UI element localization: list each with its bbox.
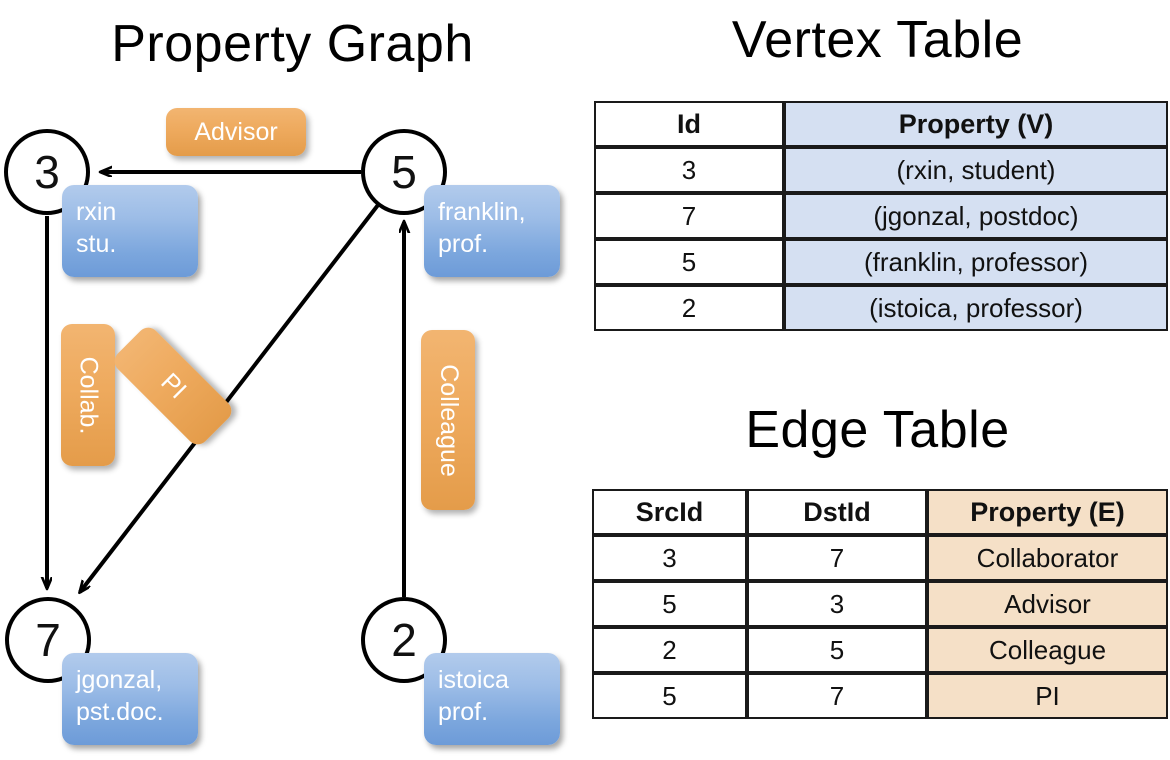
- edge-cell-dstid: 3: [747, 581, 927, 627]
- vertex-property-line-2: pst.doc.: [76, 698, 164, 726]
- vertex-table: Id Property (V) 3 (rxin, student) 7 (jgo…: [594, 101, 1168, 331]
- graph-node-2[interactable]: 2: [361, 597, 447, 683]
- edge-cell-dstid: 5: [747, 627, 927, 673]
- table-row: 2 5 Colleague: [592, 627, 1168, 673]
- edge-table-header-srcid: SrcId: [592, 489, 747, 535]
- edge-label-collab: Collab.: [61, 324, 115, 466]
- page-title-edge-table: Edge Table: [745, 401, 1010, 459]
- vertex-cell-property: (rxin, student): [784, 147, 1168, 193]
- edge-cell-property: PI: [927, 673, 1168, 719]
- vertex-property-line-1: franklin,: [438, 198, 526, 226]
- table-row: 2 (istoica, professor): [594, 285, 1168, 331]
- vertex-cell-property: (istoica, professor): [784, 285, 1168, 331]
- property-graph-diagram: 3 5 7 2 rxin stu. franklin, prof. jgonza…: [0, 0, 585, 745]
- table-header-row: Id Property (V): [594, 101, 1168, 147]
- table-row: 3 (rxin, student): [594, 147, 1168, 193]
- edge-table-header-dstid: DstId: [747, 489, 927, 535]
- vertex-cell-id: 2: [594, 285, 784, 331]
- edge-table-header-property: Property (E): [927, 489, 1168, 535]
- vertex-property-line-2: stu.: [76, 230, 117, 258]
- table-row: 7 (jgonzal, postdoc): [594, 193, 1168, 239]
- vertex-cell-property: (franklin, professor): [784, 239, 1168, 285]
- vertex-property-line-1: jgonzal,: [76, 666, 163, 694]
- edge-label-advisor-text: Advisor: [194, 117, 278, 146]
- edge-cell-srcid: 2: [592, 627, 747, 673]
- table-row: 3 7 Collaborator: [592, 535, 1168, 581]
- vertex-property-box-2: istoica prof.: [424, 653, 560, 745]
- vertex-property-box-5: franklin, prof.: [424, 185, 560, 277]
- page-title-property-graph: Property Graph: [111, 15, 474, 73]
- edge-cell-srcid: 5: [592, 581, 747, 627]
- edge-cell-srcid: 3: [592, 535, 747, 581]
- vertex-table-header-property: Property (V): [784, 101, 1168, 147]
- graph-node-5[interactable]: 5: [361, 129, 447, 215]
- vertex-cell-id: 5: [594, 239, 784, 285]
- vertex-property-line-2: prof.: [438, 698, 489, 726]
- graph-edges-svg: [0, 0, 585, 597]
- edge-cell-property: Advisor: [927, 581, 1168, 627]
- edge-label-colleague-text: Colleague: [434, 363, 463, 477]
- edge-cell-property: Collaborator: [927, 535, 1168, 581]
- edge-label-collab-text: Collab.: [74, 356, 103, 434]
- table-header-row: SrcId DstId Property (E): [592, 489, 1168, 535]
- vertex-table-header-id: Id: [594, 101, 784, 147]
- vertex-property-line-2: prof.: [438, 230, 489, 258]
- edge-cell-dstid: 7: [747, 535, 927, 581]
- edge-label-advisor: Advisor: [166, 108, 306, 156]
- edge-label-colleague: Colleague: [421, 330, 475, 510]
- edge-cell-property: Colleague: [927, 627, 1168, 673]
- edge-cell-dstid: 7: [747, 673, 927, 719]
- vertex-property-line-1: rxin: [76, 198, 117, 226]
- vertex-property-line-1: istoica: [438, 666, 509, 694]
- vertex-cell-property: (jgonzal, postdoc): [784, 193, 1168, 239]
- edge-table: SrcId DstId Property (E) 3 7 Collaborato…: [592, 489, 1168, 719]
- vertex-cell-id: 7: [594, 193, 784, 239]
- table-row: 5 3 Advisor: [592, 581, 1168, 627]
- vertex-property-box-7: jgonzal, pst.doc.: [62, 653, 198, 745]
- edge-label-pi-text: PI: [155, 367, 192, 404]
- vertex-cell-id: 3: [594, 147, 784, 193]
- vertex-property-box-3: rxin stu.: [62, 185, 198, 277]
- table-row: 5 (franklin, professor): [594, 239, 1168, 285]
- edge-arrow-pi: [80, 203, 380, 592]
- table-row: 5 7 PI: [592, 673, 1168, 719]
- page-title-vertex-table: Vertex Table: [731, 11, 1024, 69]
- edge-cell-srcid: 5: [592, 673, 747, 719]
